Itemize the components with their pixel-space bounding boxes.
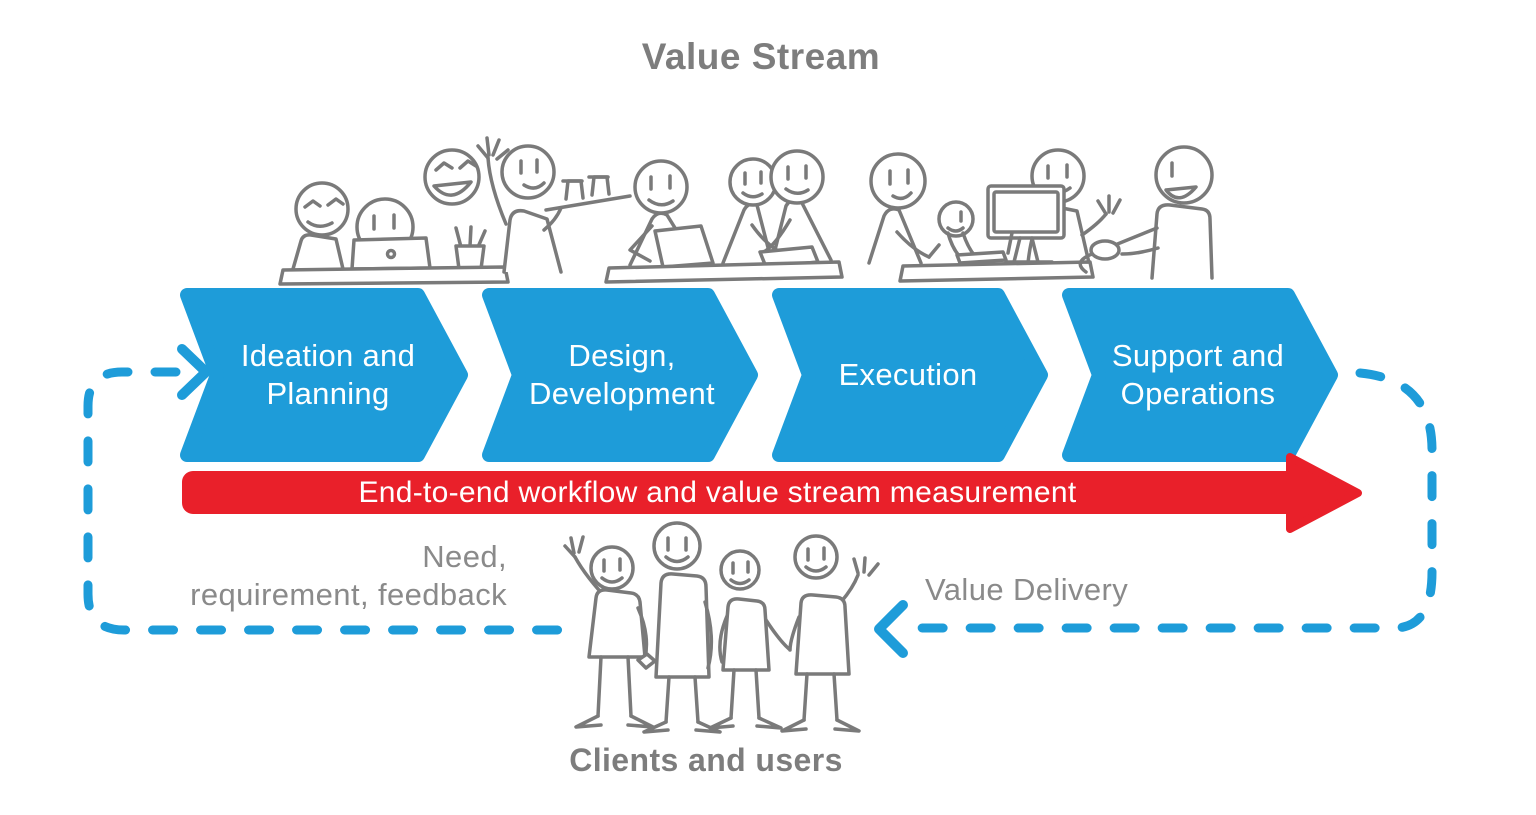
stage-label-execution: Execution [773, 293, 1043, 457]
clients-waving-illustration [563, 521, 880, 734]
stage-chevron-ideation [180, 288, 468, 462]
doodle-client-4 [780, 534, 880, 733]
doodle-desk-collab [604, 149, 844, 284]
stage-label-text: Ideation and Planning [240, 338, 416, 411]
stage-chevron-execution [772, 288, 1048, 462]
doodle-desk-monitor [867, 148, 1122, 283]
stage-label-design: Design, Development [487, 293, 757, 457]
stage-label-text: Design, Development [529, 338, 715, 411]
page-title: Value Stream [641, 36, 881, 77]
doodle-client-1 [563, 535, 657, 729]
measurement-arrow [182, 453, 1362, 533]
stage-label-support: Support and Operations [1063, 293, 1333, 457]
feedback-loop-right-dashes [913, 368, 1437, 633]
measurement-arrow-bar [182, 471, 1298, 514]
doodle-coffee-carrier [423, 136, 632, 274]
clients-and-users-label: Clients and users [569, 742, 843, 778]
feedback-loop-left-dashes [83, 367, 563, 635]
feedback-loop [83, 344, 1437, 658]
value-delivery-label: Value Delivery [925, 572, 1129, 607]
measurement-arrow-label-text: End-to-end workflow and value stream mea… [358, 475, 1077, 509]
stage-chevron-design [482, 288, 758, 462]
doodle-desk-pair [278, 181, 510, 286]
measurement-arrowhead-icon [1286, 453, 1362, 533]
stage-chevrons [180, 288, 1338, 462]
doodle-handoff-pair [1078, 145, 1214, 280]
team-working-illustration [278, 136, 1214, 286]
feedback-input-label: Need, requirement, feedback [190, 539, 507, 613]
measurement-arrow-label: End-to-end workflow and value stream mea… [180, 470, 1255, 515]
doodle-client-3 [708, 549, 791, 730]
stage-label-text: Support and Operations [1111, 338, 1285, 411]
stage-label-text: Execution [838, 357, 978, 393]
value-delivery-arrow-icon [874, 600, 908, 658]
flow-input-arrow-icon [177, 344, 211, 400]
doodle-client-2 [642, 521, 722, 734]
stage-label-ideation: Ideation and Planning [193, 293, 463, 457]
